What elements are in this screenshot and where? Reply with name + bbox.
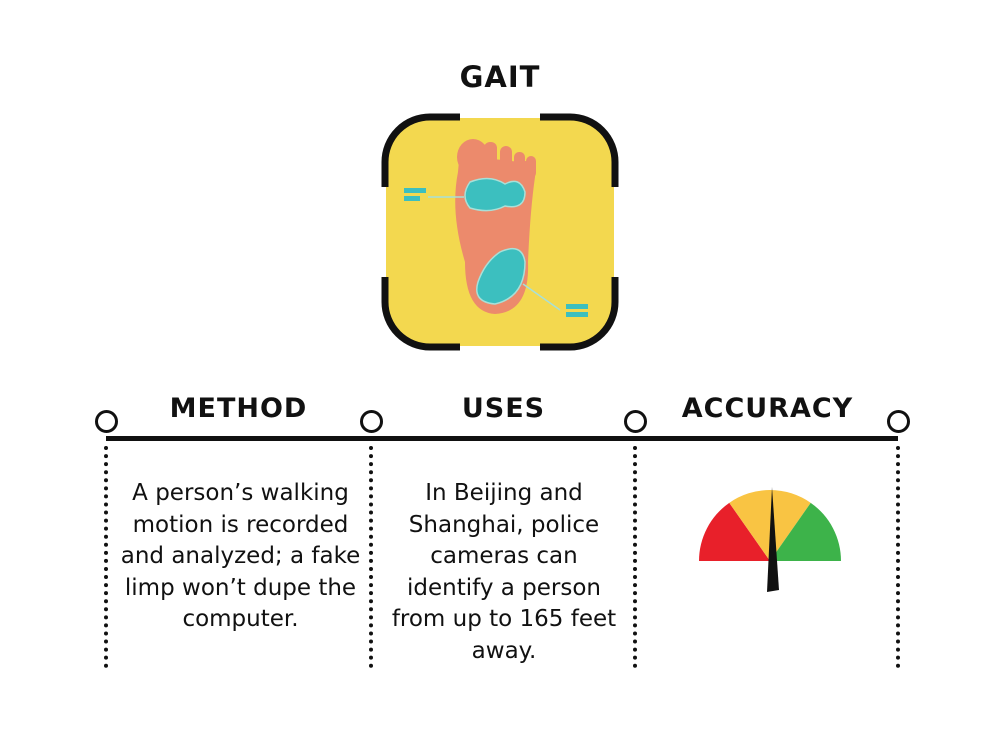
column-divider [369, 446, 373, 668]
gauge-zone-medium [729, 490, 811, 561]
column-divider [896, 446, 900, 668]
uses-text: In Beijing and Shanghai, police cameras … [391, 480, 617, 664]
foot-sensor-icon [381, 113, 619, 351]
timeline-node [887, 410, 910, 433]
uses-heading: USES [461, 393, 546, 424]
gauge-needle [767, 487, 779, 592]
accuracy-heading: ACCURACY [681, 393, 854, 424]
method-text: A person’s walking motion is recorded an… [120, 480, 361, 632]
timeline-node [95, 410, 118, 433]
accuracy-gauge [699, 487, 841, 592]
column-divider [633, 446, 637, 668]
gauge-zone-low [699, 502, 770, 561]
timeline-node [624, 410, 647, 433]
timeline-line [106, 436, 898, 441]
method-heading: METHOD [169, 393, 308, 424]
page-title: GAIT [459, 60, 541, 94]
column-divider [104, 446, 108, 668]
timeline-node [360, 410, 383, 433]
gauge-zone-high [770, 502, 841, 561]
